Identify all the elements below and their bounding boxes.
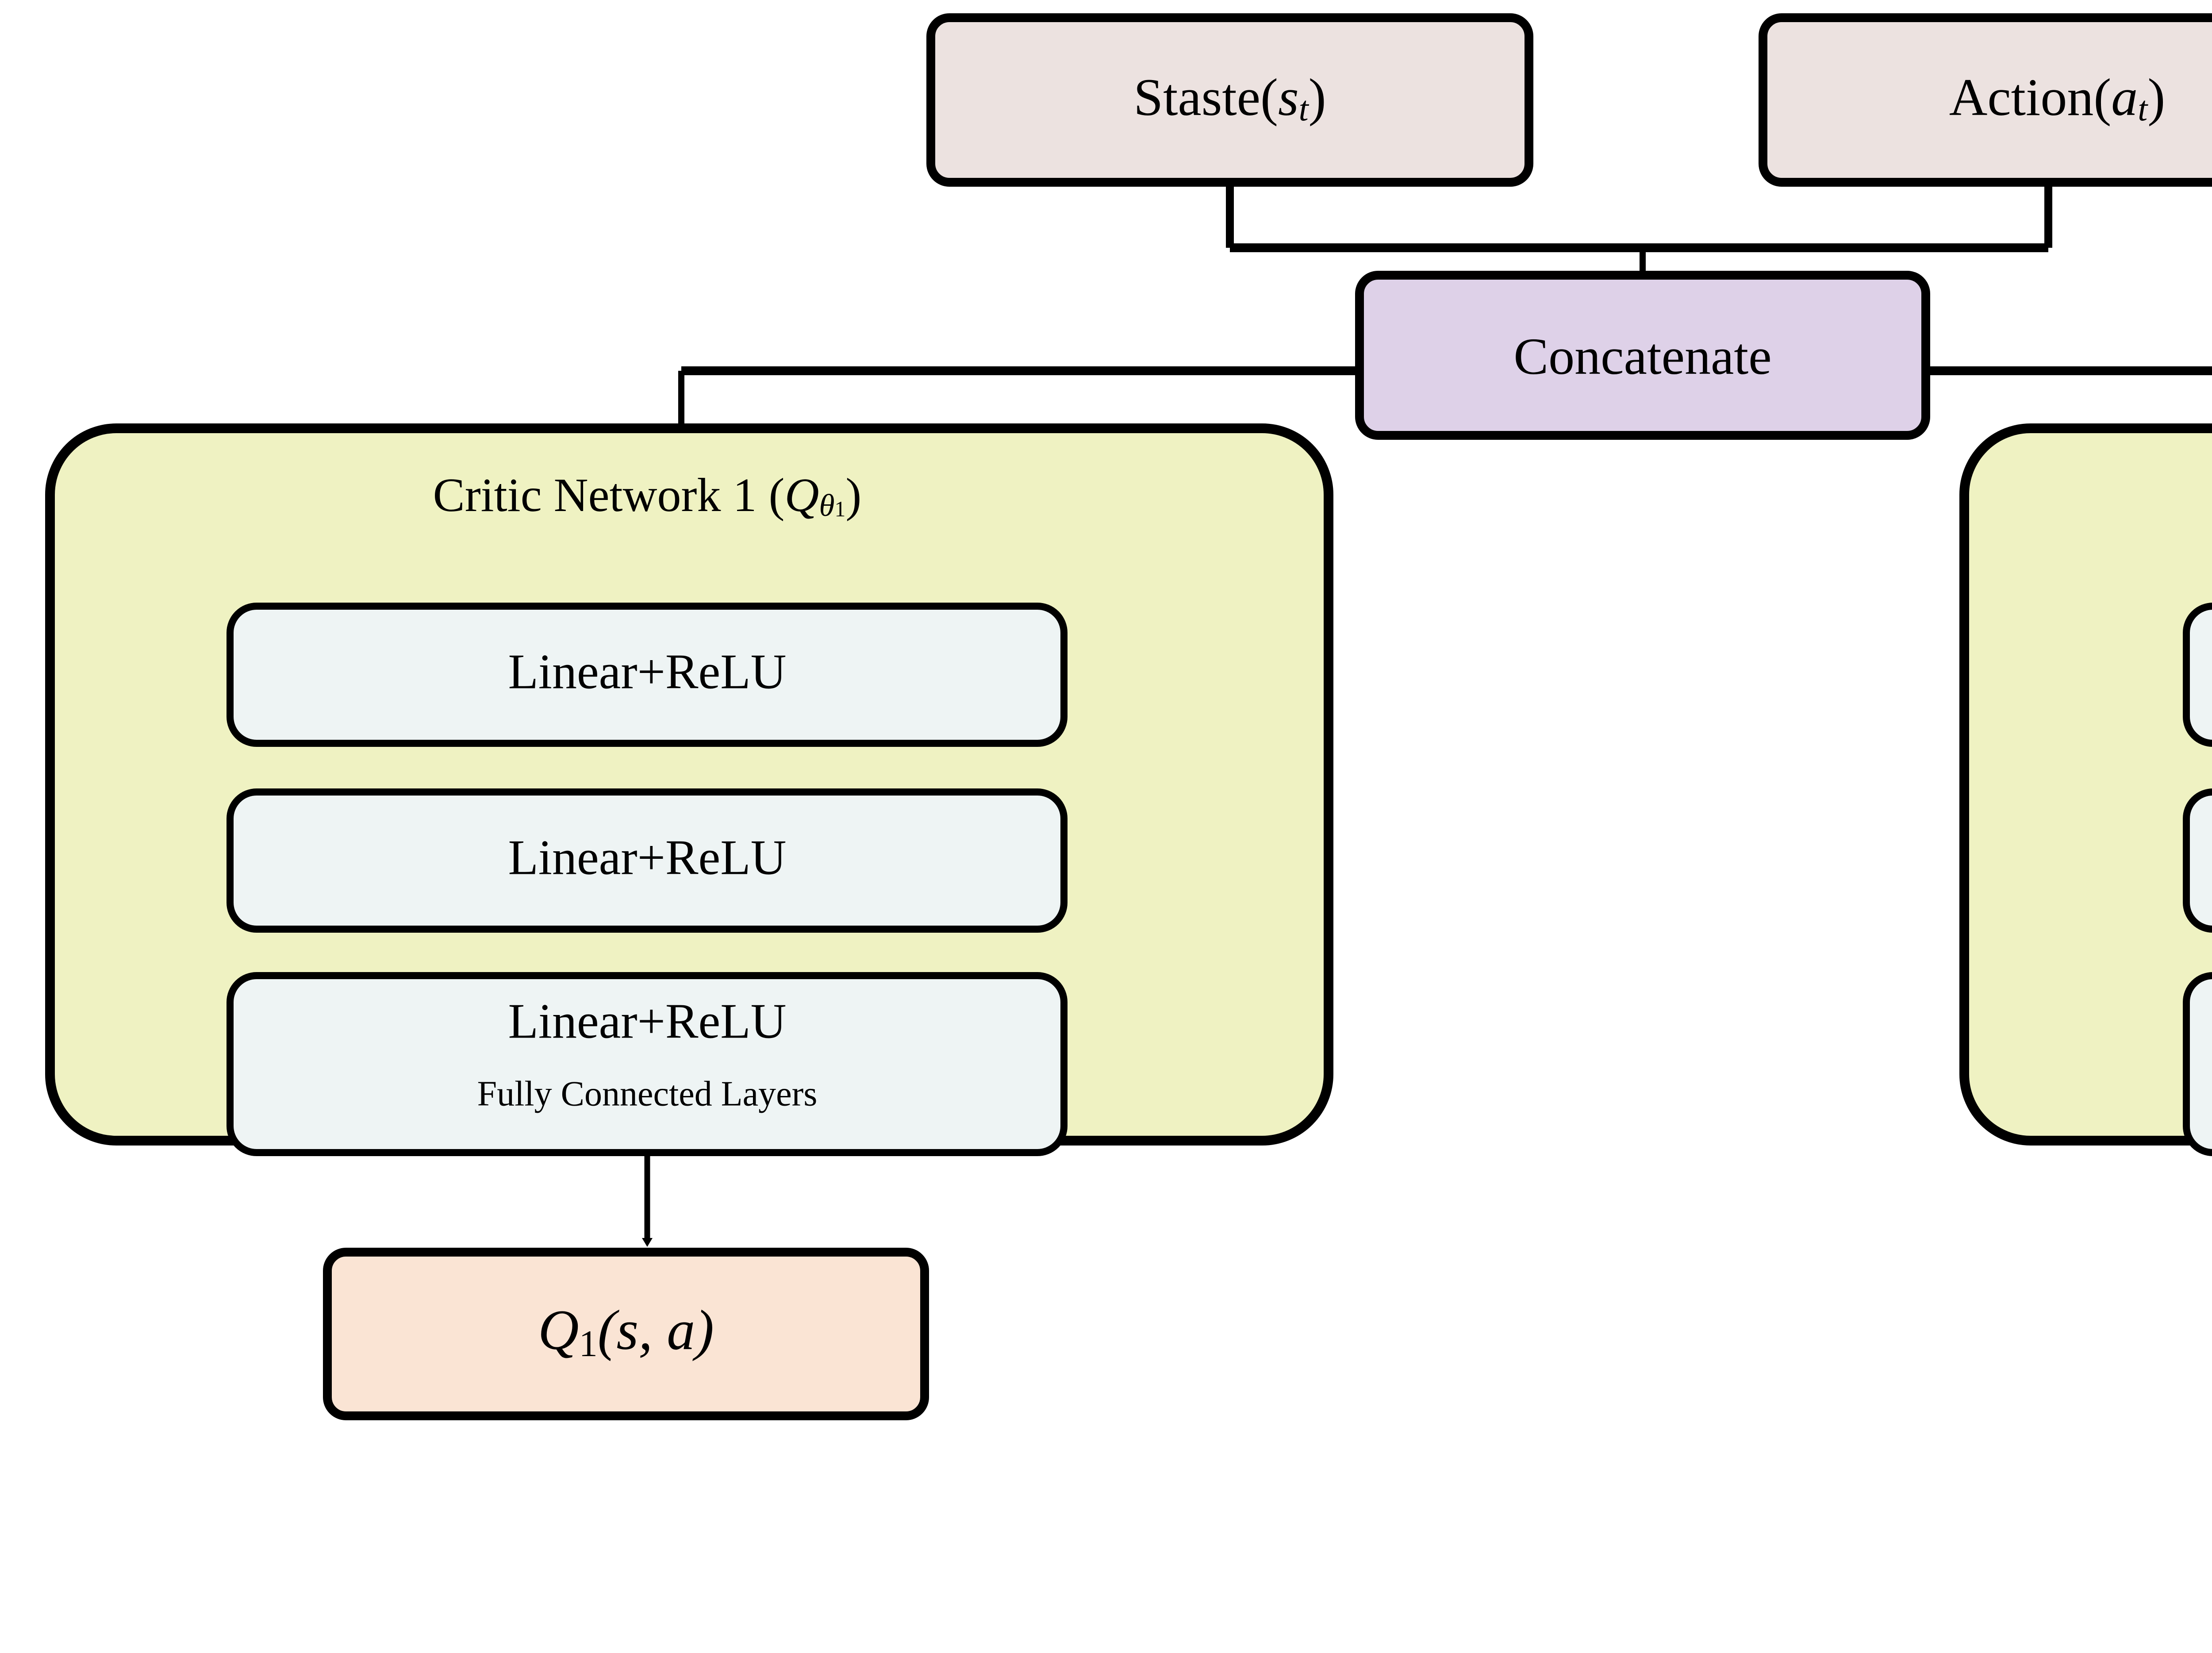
critic-2-layer-1[interactable]: Linear+ReLU xyxy=(2183,603,2212,747)
concatenate-box[interactable] xyxy=(1355,271,1930,440)
critic-2-layer-2[interactable]: Linear+ReLU xyxy=(2183,788,2212,933)
critic-1-output-box[interactable] xyxy=(323,1248,929,1420)
critic-1-layer-2-label: Linear+ReLU xyxy=(508,830,786,885)
critic-1-layer-3-box[interactable] xyxy=(227,972,1068,1156)
critic-1-fully-connected-caption: Fully Connected Layers xyxy=(477,1074,818,1113)
critic-1-layer-2-box[interactable] xyxy=(227,788,1068,933)
critic-network-1[interactable]: Critic Network 1 (Qθ1) Linear+ReLU Linea… xyxy=(45,423,1333,1156)
critic-2-layer-3[interactable]: Linear+ReLU Fully Connected Layers xyxy=(2183,972,2212,1156)
critic-1-layer-1[interactable]: Linear+ReLU xyxy=(227,603,1068,747)
connector-layer xyxy=(642,182,2212,1247)
critic-1-output-node[interactable]: Q1(s, a) xyxy=(323,1248,929,1420)
concatenate-label: Concatenate xyxy=(1513,327,1771,385)
critic-1-layer-1-label: Linear+ReLU xyxy=(508,645,786,700)
state-input-box[interactable] xyxy=(926,13,1533,187)
action-input-box[interactable] xyxy=(1759,13,2212,187)
critic-1-output-label: Q1(s, a) xyxy=(538,1299,714,1364)
critic-2-layer-2-box[interactable] xyxy=(2183,788,2212,933)
state-input-node[interactable]: Staste(st) xyxy=(926,13,1533,187)
critic-1-layer-1-box[interactable] xyxy=(227,603,1068,747)
concatenate-node[interactable]: Concatenate xyxy=(1355,271,1930,440)
critic-1-title: Critic Network 1 (Qθ1) xyxy=(433,469,862,523)
critic-2-layer-1-box[interactable] xyxy=(2183,603,2212,747)
critic-2-container[interactable] xyxy=(1959,423,2212,1146)
critic-1-layer-3-label: Linear+ReLU xyxy=(508,994,786,1049)
critic-1-layer-2[interactable]: Linear+ReLU xyxy=(227,788,1068,933)
critic-network-2[interactable]: Critic Network 2 (Qθ2) Linear+ReLU Linea… xyxy=(1959,423,2212,1156)
state-input-label: Staste(st) xyxy=(1133,68,1326,129)
action-input-label: Action(at) xyxy=(1949,68,2166,129)
critic-2-layer-3-box[interactable] xyxy=(2183,972,2212,1156)
action-input-node[interactable]: Action(at) xyxy=(1759,13,2212,187)
critic-1-layer-3[interactable]: Linear+ReLU Fully Connected Layers xyxy=(227,972,1068,1156)
